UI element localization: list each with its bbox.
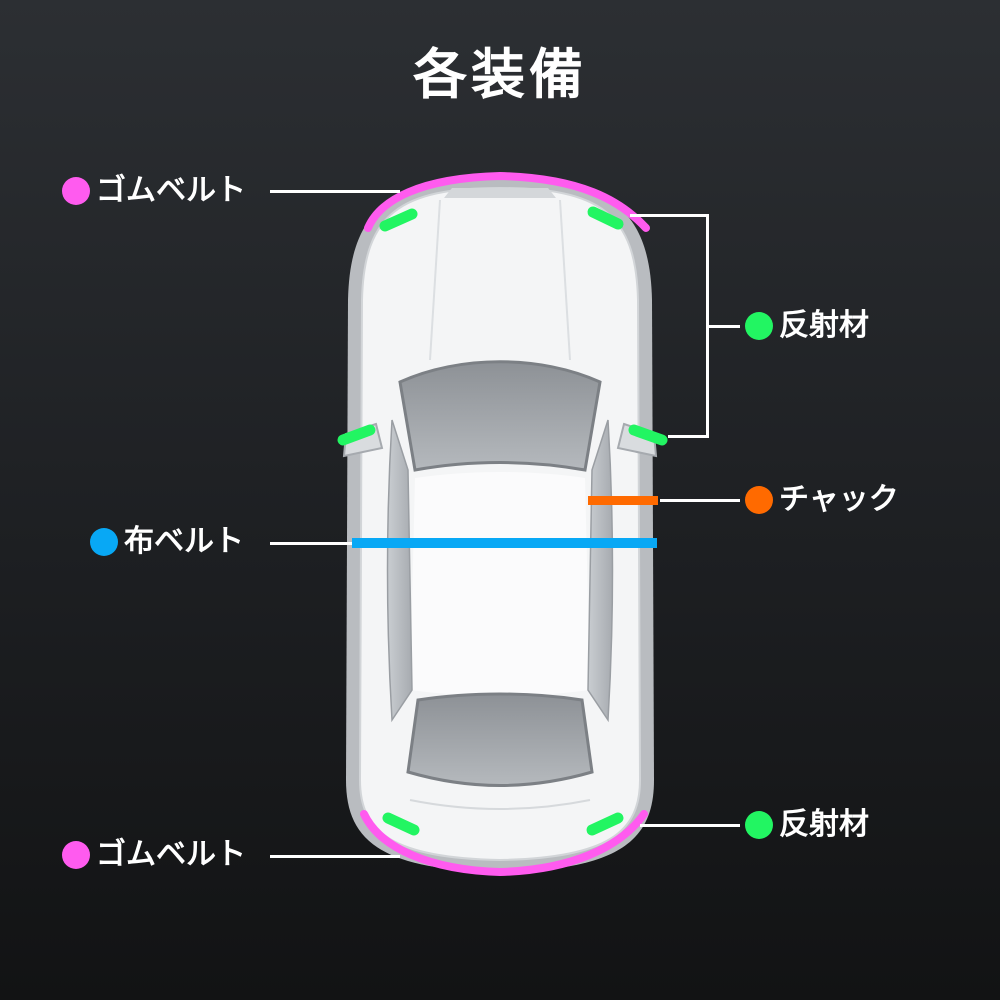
label-zipper: チャック <box>745 485 899 515</box>
reflector-front-left-mark <box>379 208 418 232</box>
reflector-rear-right-mark <box>586 812 624 836</box>
dot-zipper <box>745 486 773 514</box>
label-rubber-belt-rear: ゴムベルト <box>62 840 246 870</box>
bracket-vertical <box>706 214 709 438</box>
bracket-top <box>630 214 708 217</box>
rubber-belt-front-mark <box>364 171 650 232</box>
dot-rubber-belt <box>62 841 90 869</box>
label-text: 反射材 <box>779 807 869 842</box>
leader-line-zipper <box>660 499 740 502</box>
dot-cloth-belt <box>90 528 118 556</box>
label-text: 布ベルト <box>124 524 244 559</box>
zipper-mark <box>588 496 658 505</box>
label-reflector-lower: 反射材 <box>745 810 869 840</box>
reflector-rear-left-mark <box>382 812 420 836</box>
page-title: 各装備 <box>413 43 587 106</box>
dot-rubber-belt <box>62 177 90 205</box>
leader-line-cloth-belt <box>270 542 352 545</box>
rubber-belt-rear-mark <box>360 810 648 877</box>
label-text: ゴムベルト <box>96 837 246 872</box>
windshield <box>398 360 602 472</box>
label-text: チャック <box>779 482 899 517</box>
label-text: 反射材 <box>779 308 869 343</box>
reflector-mirror-left-mark <box>337 424 376 446</box>
rear-window <box>406 692 594 787</box>
cloth-belt-mark <box>352 538 657 548</box>
label-reflector-upper: 反射材 <box>745 311 869 341</box>
leader-line-rubber-belt-rear <box>270 855 400 858</box>
reflector-mirror-right-mark <box>628 424 668 446</box>
label-rubber-belt-front: ゴムベルト <box>62 176 246 206</box>
dot-reflector <box>745 312 773 340</box>
label-cloth-belt: 布ベルト <box>90 527 244 557</box>
leader-line-rubber-belt-front <box>270 190 400 193</box>
label-text: ゴムベルト <box>96 173 246 208</box>
leader-line-reflector-lower <box>640 824 740 827</box>
roof <box>410 472 590 696</box>
leader-line-reflector-upper <box>708 325 740 328</box>
bracket-bottom <box>668 435 708 438</box>
dot-reflector <box>745 811 773 839</box>
reflector-front-right-mark <box>587 206 624 230</box>
